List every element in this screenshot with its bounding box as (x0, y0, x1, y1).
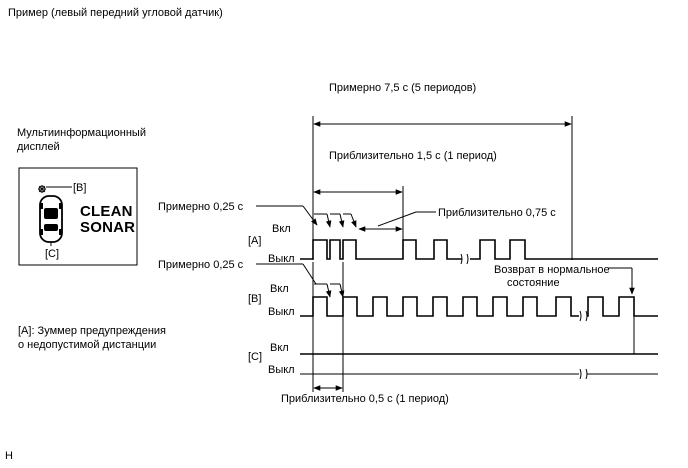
display-label-line2: дисплей (17, 141, 60, 153)
signal-b-id: [B] (248, 293, 261, 305)
break-mark-a (460, 253, 469, 265)
signal-c-off: Выкл (268, 364, 295, 376)
arrow-025-b (325, 213, 332, 228)
leader-075-diag (377, 211, 417, 227)
diagram-title: Пример (левый передний угловой датчик) (8, 7, 223, 19)
total-duration-label: Примерно 7,5 с (5 периодов) (329, 82, 476, 94)
leader-025-bottom-diag (302, 263, 317, 285)
arrow-025-d (350, 213, 357, 228)
arrow-025-a (302, 205, 318, 226)
signal-a-off: Выкл (268, 253, 295, 265)
display-screen (18, 167, 138, 266)
period-1-5-label: Приблизительно 1,5 с (1 период) (329, 150, 497, 162)
car-icon (39, 195, 63, 243)
display-label-line1: Мультиинформационный (17, 127, 146, 139)
signal-a-waveform (300, 239, 462, 260)
signal-a-waveform-2 (470, 239, 658, 260)
return-label-line1: Возврат в нормальное (494, 264, 610, 276)
period-0-5-label: Приблизительно 0,5 с (1 период) (281, 393, 449, 405)
display-tag-b: [B] (73, 182, 86, 194)
buzzer-note-line1: [A]: Зуммер предупреждения (18, 325, 166, 337)
signal-a-id: [A] (248, 235, 261, 247)
clean-text: CLEAN (80, 203, 133, 220)
approx-025-top-label: Примерно 0,25 с (158, 201, 244, 213)
sonar-text: SONAR (80, 219, 135, 236)
return-label-line2: состояние (507, 277, 560, 289)
break-mark-c (579, 368, 588, 380)
signal-a-on: Вкл (272, 223, 291, 235)
signal-b-on: Вкл (270, 283, 289, 295)
approx-075-label: Приблизительно 0,75 с (438, 207, 556, 219)
break-mark-b (579, 310, 588, 322)
arrow-025-c (338, 213, 345, 228)
signal-c-id: [C] (248, 351, 262, 363)
approx-025-bottom-label: Примерно 0,25 с (158, 259, 244, 271)
buzzer-note-line2: о недопустимой дистанции (18, 339, 156, 351)
arrow-025-bottom-a (325, 283, 332, 298)
signal-b-waveform-2 (587, 296, 658, 317)
sensor-icon (38, 185, 46, 193)
signal-b-off: Выкл (268, 306, 295, 318)
display-tag-c: [C] (45, 248, 59, 260)
figure-id: H (5, 450, 13, 462)
signal-c-on: Вкл (270, 342, 289, 354)
signal-b-waveform (300, 296, 579, 317)
